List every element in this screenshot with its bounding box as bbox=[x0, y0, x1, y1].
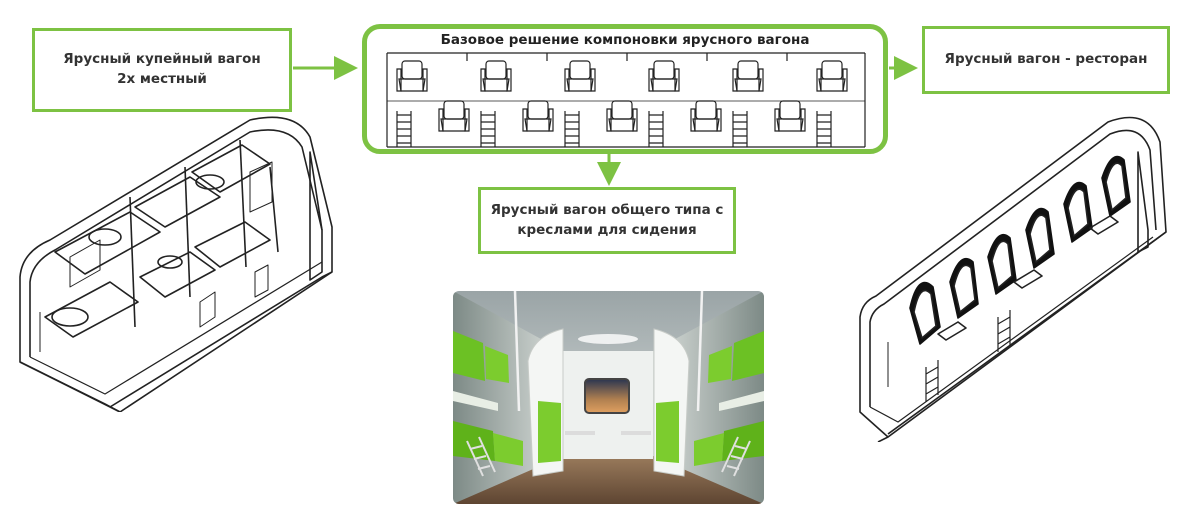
seating-section-drawing bbox=[386, 52, 866, 148]
box-compartment-wagon-line1: Ярусный купейный вагон bbox=[63, 51, 261, 68]
box-compartment-wagon: Ярусный купейный вагон 2х местный bbox=[32, 28, 292, 112]
box-restaurant-wagon: Ярусный вагон - ресторан bbox=[922, 26, 1170, 94]
base-layout-title: Базовое решение компоновки ярусного ваго… bbox=[440, 32, 810, 48]
lower-seat bbox=[690, 100, 722, 132]
ladder bbox=[396, 111, 412, 147]
box-compartment-wagon-line2: 2х местный bbox=[117, 71, 207, 87]
ladder bbox=[816, 111, 832, 147]
lower-seat bbox=[522, 100, 554, 132]
upper-seat bbox=[732, 60, 764, 92]
box-base-layout: Базовое решение компоновки ярусного ваго… bbox=[362, 24, 888, 154]
lower-seat bbox=[774, 100, 806, 132]
interior-photo bbox=[453, 291, 764, 504]
upper-seat bbox=[480, 60, 512, 92]
upper-seat bbox=[648, 60, 680, 92]
upper-seat bbox=[396, 60, 428, 92]
box-restaurant-wagon-label: Ярусный вагон - ресторан bbox=[944, 51, 1148, 68]
box-general-wagon-line2: креслами для сидения bbox=[517, 221, 697, 238]
restaurant-wagon-drawing bbox=[859, 116, 1167, 442]
upper-seat bbox=[564, 60, 596, 92]
ladder bbox=[732, 111, 748, 147]
ladder bbox=[480, 111, 496, 147]
box-general-wagon-line1: Ярусный вагон общего типа с bbox=[490, 201, 724, 218]
upper-seat bbox=[816, 60, 848, 92]
box-general-wagon: Ярусный вагон общего типа с креслами для… bbox=[478, 187, 736, 254]
interior-photo-render bbox=[453, 291, 764, 504]
ladder bbox=[648, 111, 664, 147]
compartment-wagon-drawing bbox=[19, 116, 333, 412]
lower-seat bbox=[438, 100, 470, 132]
ladder bbox=[564, 111, 580, 147]
lower-seat bbox=[606, 100, 638, 132]
